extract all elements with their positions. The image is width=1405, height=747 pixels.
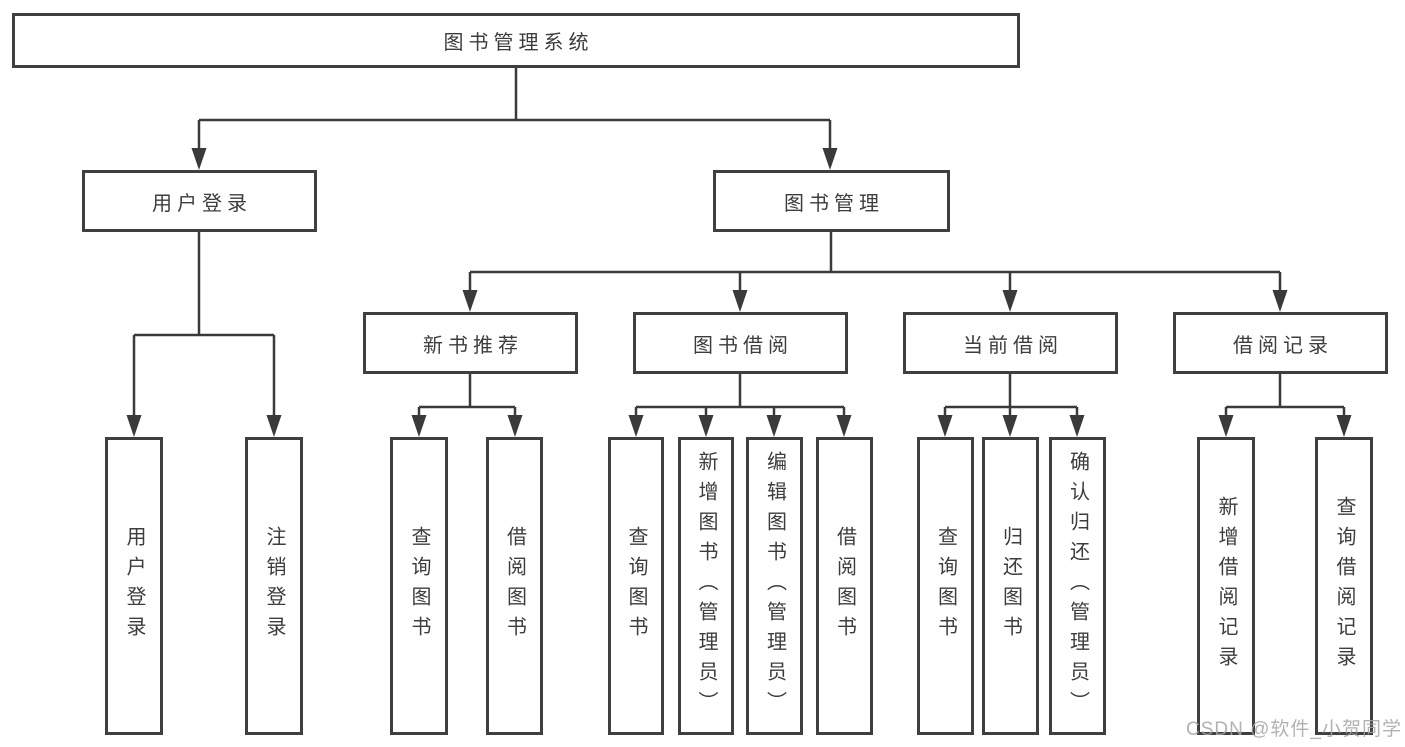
arrow-down-icon <box>462 290 478 312</box>
connector-current-borrowing-branch <box>943 374 1079 420</box>
leaf-edit-books-admin: 编辑图书（管理员） <box>746 437 803 735</box>
arrow-down-icon <box>628 415 644 437</box>
arrow-down-icon <box>507 415 523 437</box>
connector-borrowing-records-branch <box>1224 374 1346 420</box>
arrow-down-icon <box>937 415 953 437</box>
leaf-borrow-books-recommend: 借阅图书 <box>486 437 543 735</box>
leaf-label: 新增借阅记录 <box>1215 496 1237 676</box>
leaf-borrow-books-borrowing: 借阅图书 <box>816 437 873 735</box>
leaf-add-books-admin: 新增图书（管理员） <box>678 437 734 735</box>
connector-root-to-level2 <box>197 68 832 160</box>
arrow-down-icon <box>266 415 282 437</box>
arrowheads <box>126 148 1352 437</box>
arrow-down-icon <box>191 148 207 170</box>
leaf-label: 查询图书 <box>408 526 430 646</box>
leaf-label: 查询借阅记录 <box>1333 496 1355 676</box>
node-book-management: 图书管理 <box>713 170 950 232</box>
leaf-label: 借阅图书 <box>833 526 856 646</box>
leaf-label: 借阅图书 <box>503 526 526 646</box>
arrow-down-icon <box>1069 415 1085 437</box>
arrow-down-icon <box>822 148 838 170</box>
arrow-down-icon <box>1336 415 1352 437</box>
leaf-query-books-current: 查询图书 <box>917 437 974 735</box>
connector-new-book-branch <box>417 374 517 420</box>
arrow-down-icon <box>1002 415 1018 437</box>
leaf-return-books: 归还图书 <box>982 437 1039 735</box>
leaf-logout: 注销登录 <box>245 437 303 735</box>
arrow-down-icon <box>1002 290 1018 312</box>
arrow-down-icon <box>732 290 748 312</box>
leaf-label: 确认归还（管理员） <box>1066 451 1089 721</box>
leaf-label: 注销登录 <box>263 526 285 646</box>
arrow-down-icon <box>766 415 782 437</box>
node-borrowing-records: 借阅记录 <box>1173 312 1388 374</box>
leaf-label: 查询图书 <box>625 526 647 646</box>
leaf-query-books-borrowing: 查询图书 <box>608 437 664 735</box>
leaf-user-login: 用户登录 <box>105 437 163 735</box>
node-new-book-recommend: 新书推荐 <box>363 312 578 374</box>
node-user-login: 用户登录 <box>82 170 317 232</box>
node-library-system: 图书管理系统 <box>12 13 1020 68</box>
connector-book-borrowing-branch <box>634 374 846 420</box>
leaf-label: 编辑图书（管理员） <box>763 451 786 721</box>
connector-user-login-branch <box>132 232 276 420</box>
leaf-label: 新增图书（管理员） <box>695 451 717 721</box>
leaf-label: 归还图书 <box>999 526 1022 646</box>
arrow-down-icon <box>698 415 714 437</box>
leaf-label: 用户登录 <box>123 526 145 646</box>
arrow-down-icon <box>1218 415 1234 437</box>
arrow-down-icon <box>126 415 142 437</box>
leaf-query-books-recommend: 查询图书 <box>390 437 448 735</box>
leaf-query-borrow-record: 查询借阅记录 <box>1315 437 1373 735</box>
arrow-down-icon <box>411 415 427 437</box>
node-book-borrowing: 图书借阅 <box>633 312 848 374</box>
leaf-add-borrow-record: 新增借阅记录 <box>1197 437 1255 735</box>
connector-book-management-branch <box>468 232 1282 295</box>
leaf-label: 查询图书 <box>934 526 957 646</box>
leaf-confirm-return-admin: 确认归还（管理员） <box>1049 437 1106 735</box>
csdn-watermark: CSDN @软件_小贺同学 <box>1186 719 1402 740</box>
node-current-borrowing: 当前借阅 <box>903 312 1118 374</box>
arrow-down-icon <box>1272 290 1288 312</box>
arrow-down-icon <box>836 415 852 437</box>
